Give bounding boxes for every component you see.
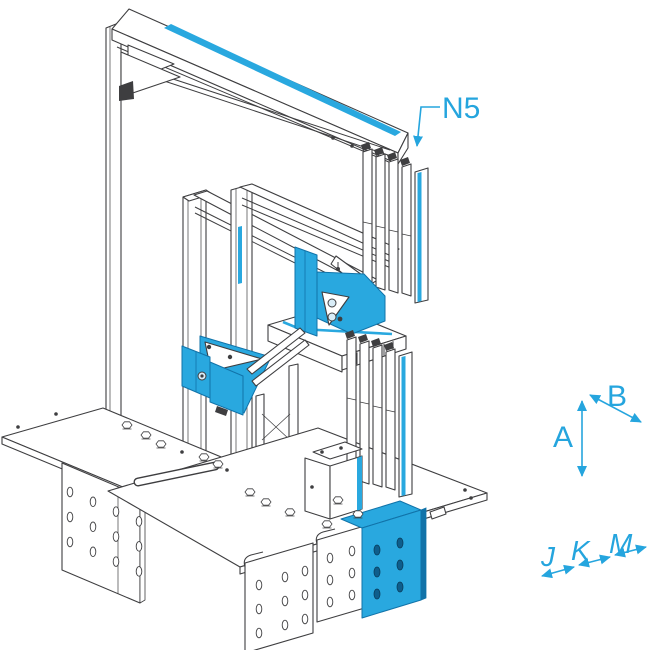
dim-label-k: K <box>571 535 591 566</box>
box-blue-stripe <box>357 456 362 511</box>
bracket-b1 <box>244 542 314 650</box>
corner-gusset-front <box>120 51 181 98</box>
dim-label-a: A <box>553 421 573 454</box>
bracket-holes <box>255 545 356 639</box>
outer-post <box>105 21 122 425</box>
blue-plate-holes <box>373 537 404 600</box>
upper-busbar-stack <box>361 142 429 304</box>
lower-busbar-stack <box>345 330 413 498</box>
bracket-b2 <box>316 524 369 623</box>
flange-left-holes <box>66 486 143 577</box>
screw-holes <box>16 136 473 500</box>
trestle-support <box>246 327 310 450</box>
joint-blue-plate-tall <box>294 246 318 337</box>
dim-arrow-b <box>589 394 642 423</box>
left-clamp <box>181 335 272 416</box>
dim-arrow-k <box>578 554 611 568</box>
outer-frame <box>105 8 409 425</box>
annotations: N5 A B J K M <box>413 92 647 579</box>
inner-beam <box>239 183 400 256</box>
n5-leader-arrow <box>413 106 440 147</box>
outer-beam-blue-stripe <box>164 24 401 136</box>
dim-arrow-j <box>541 564 575 579</box>
middle-post <box>182 189 207 460</box>
inner-post <box>230 183 253 457</box>
left-clamp-side-plate <box>209 361 244 416</box>
dim-label-m: M <box>609 528 633 559</box>
dim-label-j: J <box>540 541 556 572</box>
conductor-blue-stripe <box>238 226 242 284</box>
callout-n5: N5 <box>442 92 480 125</box>
dim-label-b: B <box>607 380 627 413</box>
blue-plate-face <box>361 509 422 619</box>
hex-bolts <box>121 421 364 529</box>
dim-arrow-m <box>614 544 647 558</box>
